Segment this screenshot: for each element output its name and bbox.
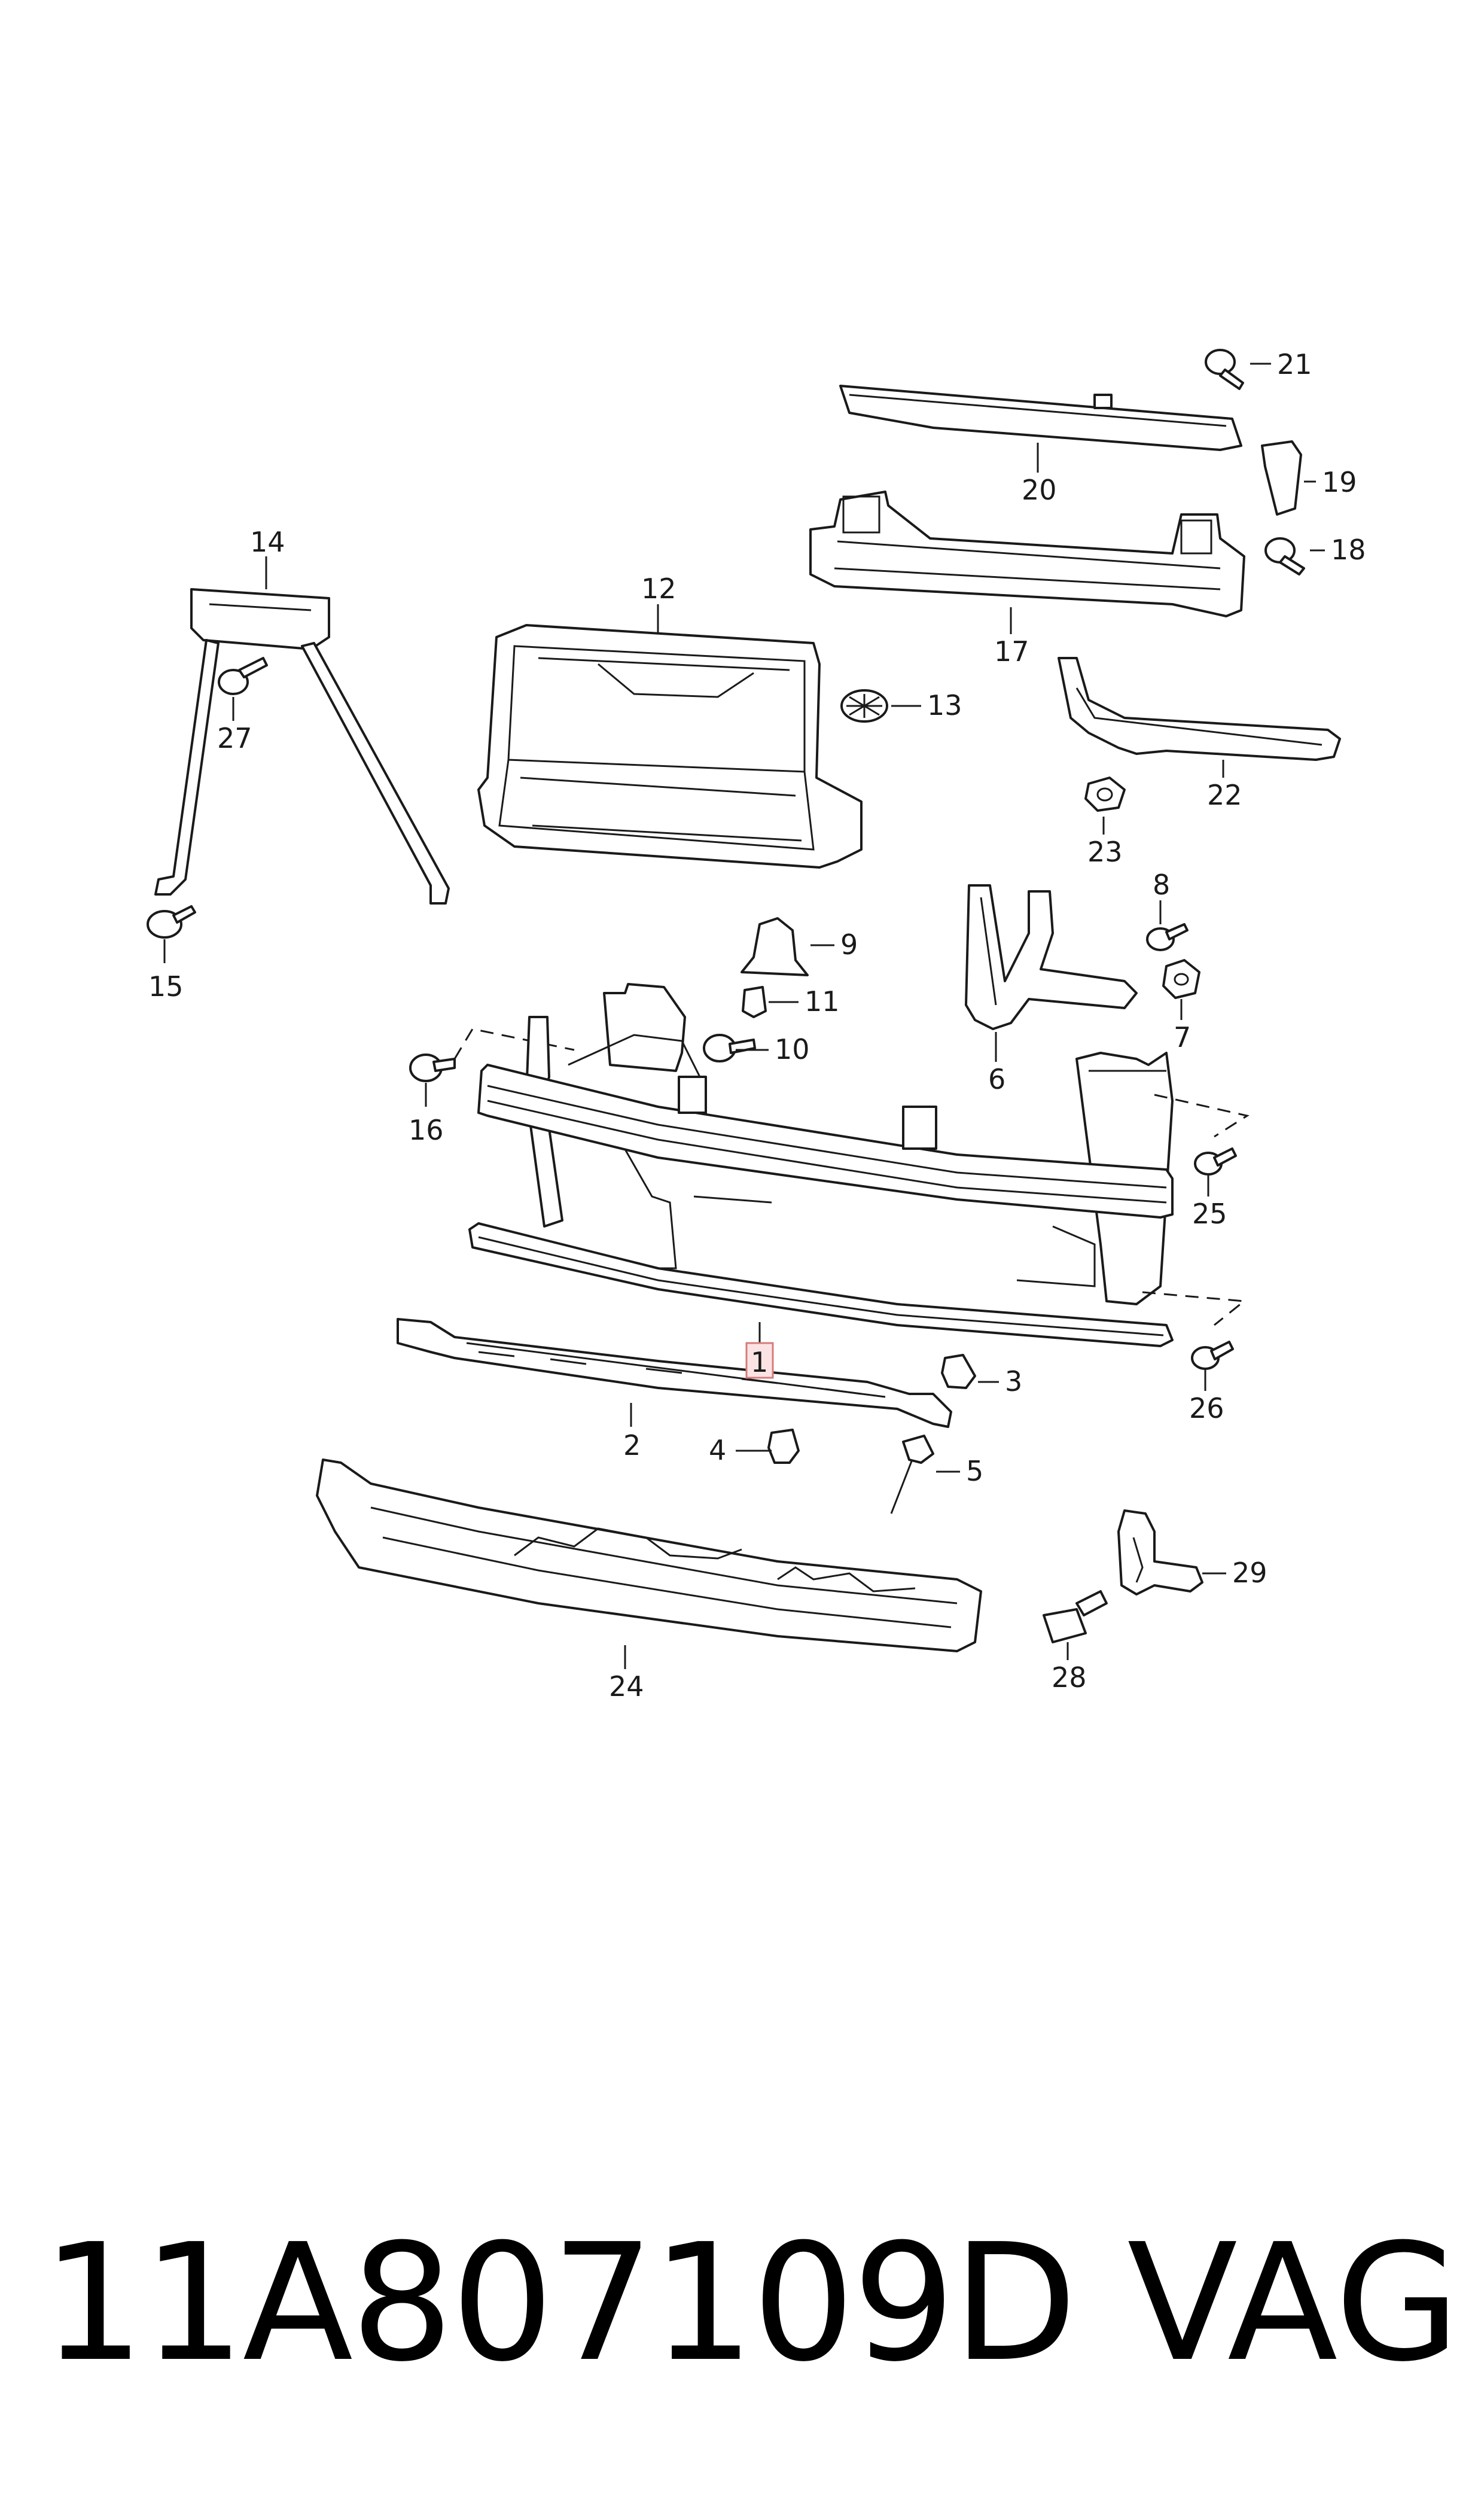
part-28-sensor [1043,1590,1108,1643]
part-22-strut [1058,657,1341,761]
part-26-bolt [1191,1341,1234,1370]
callout-8[interactable]: 8 [1153,869,1170,901]
callout-26[interactable]: 26 [1189,1392,1224,1424]
callout-25[interactable]: 25 [1192,1198,1227,1230]
part-5-rivet [890,1435,934,1514]
part-15-bolt [147,905,196,939]
part-number: 11A807109D [42,2209,1077,2397]
dash-26 [1142,1291,1247,1326]
part-11-clip [742,986,767,1018]
part-6-bracket [965,884,1138,1030]
callout-9[interactable]: 9 [840,928,858,961]
part-8-bolt [1146,923,1189,951]
callout-24[interactable]: 24 [609,1670,644,1703]
dash-25 [1154,1094,1250,1138]
part-4-clip [767,1429,800,1464]
callout-29[interactable]: 29 [1232,1557,1267,1589]
callout-11[interactable]: 11 [805,985,840,1018]
part-19-clip [1261,440,1302,516]
callout-3[interactable]: 3 [1005,1365,1022,1397]
leader-lines [163,363,1325,1669]
callout-10[interactable]: 10 [775,1033,810,1065]
callout-2[interactable]: 2 [623,1429,641,1462]
part-24-absorber [316,1459,982,1652]
part-20-upper-bar [839,385,1242,451]
brand-name: VAG [1127,2209,1460,2397]
callout-5[interactable]: 5 [966,1455,983,1487]
part-25-bolt [1194,1147,1237,1176]
callout-4[interactable]: 4 [709,1434,726,1466]
callout-27[interactable]: 27 [217,722,252,754]
part-21-bolt [1205,349,1244,390]
part-18-bolt [1264,537,1305,576]
callout-28[interactable]: 28 [1052,1661,1087,1694]
callout-21[interactable]: 21 [1277,348,1312,380]
parts-diagram: 1 2 3 4 5 6 7 8 9 10 11 12 13 14 15 16 1… [147,348,1366,1703]
callout-16[interactable]: 16 [409,1114,444,1146]
part-14-stay [154,588,450,905]
part-7-nut [1162,959,1200,999]
part-17-lock-carrier [809,491,1245,617]
callout-23[interactable]: 23 [1087,836,1123,868]
callout-17[interactable]: 17 [994,635,1029,668]
dash-16 [453,1028,575,1059]
callout-7[interactable]: 7 [1174,1021,1191,1054]
callout-18[interactable]: 18 [1331,534,1366,566]
part-9-bracket [741,917,809,976]
callout-20[interactable]: 20 [1022,474,1057,506]
part-12-air-duct [477,624,863,869]
callout-15[interactable]: 15 [148,970,184,1003]
part-16-bolt [409,1054,456,1082]
callout-22[interactable]: 22 [1207,779,1242,811]
part-27-bolt [218,657,268,695]
callout-19[interactable]: 19 [1322,466,1357,498]
callout-6[interactable]: 6 [988,1063,1005,1095]
callout-13[interactable]: 13 [927,689,962,721]
callout-12[interactable]: 12 [641,573,677,605]
part-2-reinforcement [397,1318,952,1428]
part-23-nut [1084,777,1126,812]
part-3-clip [941,1354,976,1389]
callout-14[interactable]: 14 [250,526,285,558]
part-29-bracket [1117,1509,1203,1596]
footer: 11A807109D VAG [0,2213,1484,2393]
part-1-carrier [468,983,1174,1347]
callout-1-highlight [745,1342,774,1379]
part-13-clip [840,689,888,723]
part-10-bolt [703,1034,756,1062]
callout-1[interactable]: 1 [751,1346,768,1378]
